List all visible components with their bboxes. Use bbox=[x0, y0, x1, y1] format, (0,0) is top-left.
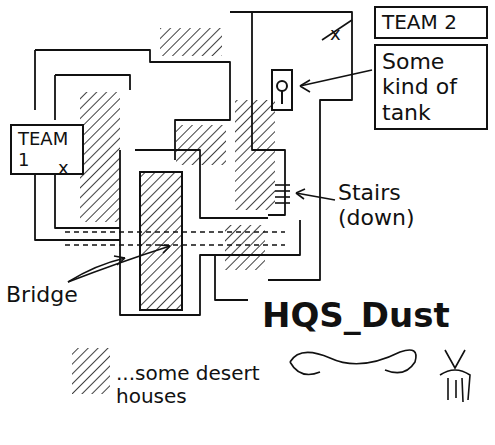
houses-legend-label: ...some desert houses bbox=[116, 362, 286, 408]
box-text: Some kind of tank bbox=[382, 49, 480, 125]
team-box: TEAM 2 bbox=[374, 6, 488, 39]
stairs-label: Stairs (down) bbox=[338, 180, 458, 231]
box-text: TEAM 2 bbox=[382, 11, 480, 34]
team-box: TEAM 1 bbox=[10, 124, 84, 175]
spawn-mark: x bbox=[330, 24, 341, 45]
tank-banner: Some kind of tank bbox=[374, 44, 488, 130]
bridge-label: Bridge bbox=[6, 282, 78, 307]
spawn-mark: x bbox=[58, 158, 69, 179]
map-title: HQS_Dust bbox=[262, 296, 450, 335]
